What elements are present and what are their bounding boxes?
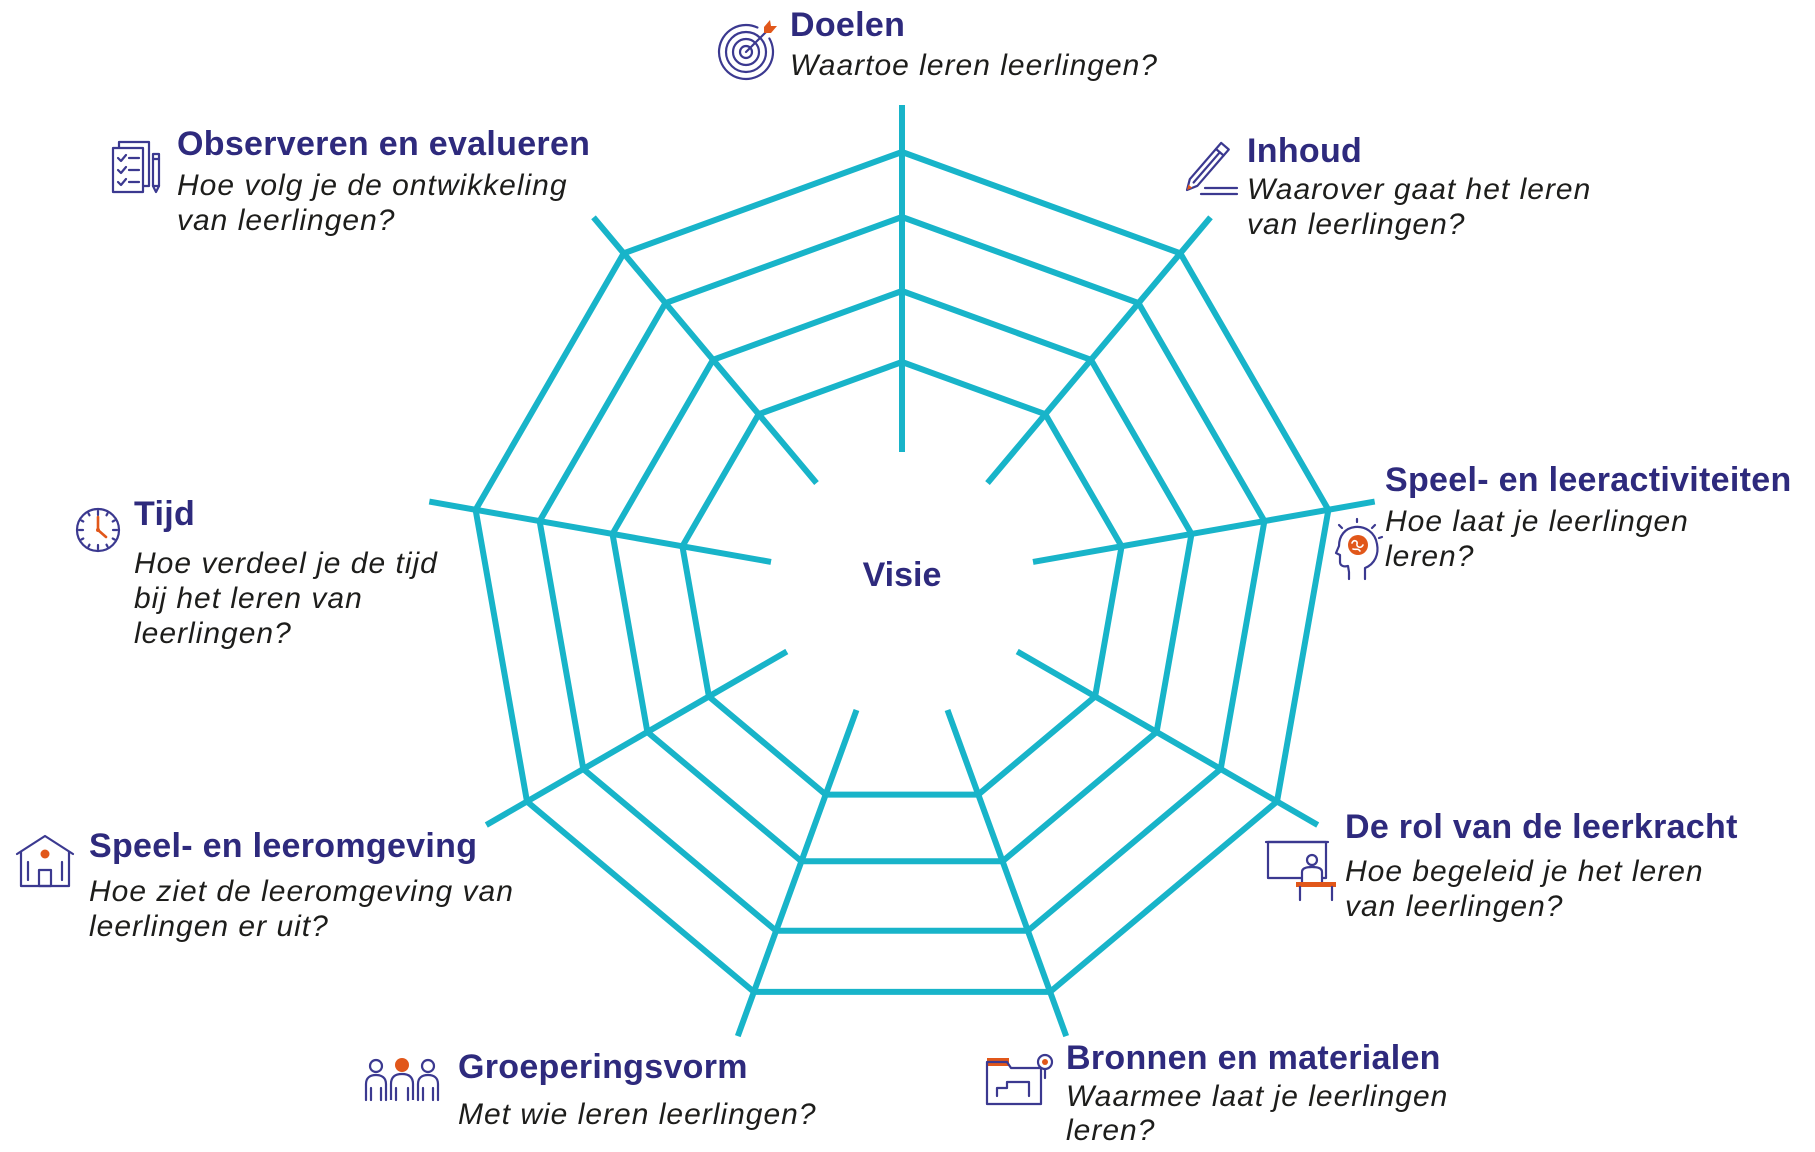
question-line: Hoe ziet de leeromgeving van (89, 875, 514, 908)
question-line: Waartoe leren leerlingen? (790, 49, 1158, 82)
dimension-title: Groeperingsvorm (458, 1048, 748, 1086)
clock-tick (87, 512, 91, 517)
clock-icon (74, 506, 122, 554)
dimension-title: Speel- en leeromgeving (89, 827, 478, 865)
dimension-question: Met wie leren leerlingen? (458, 1097, 817, 1132)
question-line: bij het leren van (134, 582, 363, 615)
brain-head-icon (1334, 517, 1384, 581)
clock-tick (111, 537, 116, 541)
clock-tick (80, 537, 85, 541)
web-rings (472, 148, 1332, 995)
dimension-title: Bronnen en materialen (1066, 1039, 1441, 1077)
dimension-question: Waartoe leren leerlingen? (790, 48, 1158, 83)
web-ring-1 (472, 148, 1332, 995)
dimension-de-rol-van-de-leerkracht: De rol van de leerkracht Hoe begeleid je… (1345, 807, 1738, 924)
web-ring-4 (679, 358, 1125, 798)
dimension-question: Hoe laat je leerlingen leren? (1385, 504, 1792, 574)
dimension-title: De rol van de leerkracht (1345, 808, 1738, 846)
spoke-observeren-en-evalueren (591, 215, 819, 486)
spoke-groeperingsvorm (734, 708, 860, 1038)
spoke-speel-en-leeractiviteiten (1032, 498, 1376, 565)
dimension-question: Hoe ziet de leeromgeving van leerlingen … (89, 874, 514, 944)
question-line: Met wie leren leerlingen? (458, 1098, 817, 1131)
clock-tick (105, 512, 109, 517)
dimension-title: Speel- en leeractiviteiten (1385, 461, 1792, 499)
question-line: leerlingen er uit? (89, 910, 329, 943)
dimension-tijd: Tijd Hoe verdeel je de tijd bij het lere… (134, 494, 438, 651)
dimension-title: Doelen (790, 6, 906, 44)
web-spokes (428, 105, 1376, 1038)
dimension-speel-en-leeromgeving: Speel- en leeromgeving Hoe ziet de leero… (89, 826, 514, 944)
question-line: Hoe laat je leerlingen (1385, 505, 1689, 538)
dimension-doelen: Doelen Waartoe leren leerlingen? (790, 5, 1158, 83)
folder-search-icon (985, 1052, 1055, 1108)
dimension-question: Hoe begeleid je het leren van leerlingen… (1345, 854, 1738, 924)
spoke-speel-en-leeromgeving (484, 648, 789, 828)
group-icon (364, 1054, 440, 1102)
center-label-visie: Visie (862, 556, 942, 594)
clock-tick (105, 543, 109, 548)
spoke-tijd (428, 498, 772, 565)
question-line: leren? (1385, 540, 1475, 573)
question-line: Hoe begeleid je het leren (1345, 855, 1704, 888)
dimension-observeren-en-evalueren: Observeren en evalueren Hoe volg je de o… (177, 124, 590, 238)
spoke-inhoud (985, 215, 1213, 486)
spoke-bronnen-en-materialen (944, 708, 1070, 1038)
dimension-question: Hoe verdeel je de tijd bij het leren van… (134, 546, 438, 651)
dimension-groeperingsvorm: Groeperingsvorm Met wie leren leerlingen… (458, 1047, 817, 1132)
dimension-question: Waarmee laat je leerlingen leren? (1066, 1080, 1448, 1148)
dimension-title: Tijd (134, 495, 196, 533)
checklist-icon (111, 140, 165, 196)
school-building-icon (15, 832, 75, 888)
dimension-speel-en-leeractiviteiten: Speel- en leeractiviteiten Hoe laat je l… (1385, 460, 1792, 574)
question-line: Waarmee laat je leerlingen (1066, 1080, 1449, 1113)
web-ring-3 (609, 287, 1195, 865)
dimension-title: Observeren en evalueren (177, 125, 591, 163)
dimension-inhoud: Inhoud Waarover gaat het leren van leerl… (1247, 131, 1591, 242)
clock-tick (87, 543, 91, 548)
dimension-bronnen-en-materialen: Bronnen en materialen Waarmee laat je le… (1066, 1038, 1448, 1148)
clock-tick (111, 519, 116, 523)
question-line: leerlingen? (134, 617, 292, 650)
teacher-icon (1264, 838, 1340, 902)
dimension-question: Hoe volg je de ontwikkeling van leerling… (177, 168, 590, 238)
question-line: van leerlingen? (1247, 208, 1466, 241)
question-line: van leerlingen? (1345, 890, 1564, 923)
web-ring-2 (536, 213, 1268, 934)
clock-tick (80, 519, 85, 523)
spoke-de-rol-van-de-leerkracht (1015, 648, 1320, 828)
question-line: van leerlingen? (177, 204, 396, 237)
dimension-title: Inhoud (1247, 132, 1363, 170)
question-line: Hoe volg je de ontwikkeling (177, 169, 568, 202)
pencil-icon (1179, 138, 1239, 202)
question-line: Waarover gaat het leren (1247, 173, 1592, 206)
dimension-question: Waarover gaat het leren van leerlingen? (1247, 172, 1591, 242)
question-line: Hoe verdeel je de tijd (134, 547, 438, 580)
question-line: leren? (1066, 1114, 1156, 1147)
target-icon (717, 16, 779, 81)
